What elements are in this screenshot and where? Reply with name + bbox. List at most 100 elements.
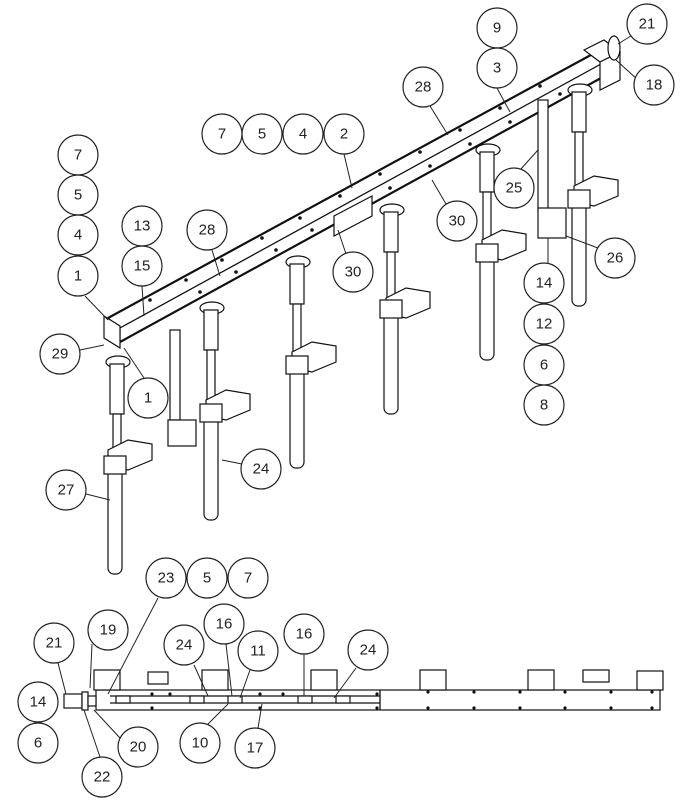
callout-balloon: 1: [127, 377, 169, 419]
balloon-label: 7: [218, 126, 226, 143]
balloon-circle: [127, 377, 169, 419]
callout-balloon: 12: [523, 303, 565, 345]
callout-balloon: 24: [240, 448, 282, 490]
drop-tube-6: [475, 143, 527, 361]
balloon-label: 16: [216, 616, 233, 633]
callout-balloon: 3: [476, 47, 518, 89]
balloon-circle: [523, 384, 565, 426]
balloon-circle: [186, 209, 228, 251]
balloon-label: 5: [74, 187, 82, 204]
drop-tube-1: [103, 355, 153, 575]
balloon-circle: [323, 113, 365, 155]
callout-balloon: 25: [493, 167, 535, 209]
balloon-label: 27: [58, 482, 75, 499]
callout-balloon: 19: [87, 609, 129, 651]
balloon-label: 19: [100, 622, 117, 639]
callout-balloon: 10: [179, 722, 221, 764]
balloon-label: 18: [646, 77, 663, 94]
drop-tube-8: [567, 83, 619, 307]
beam-bolts: [148, 84, 562, 302]
side-view: [63, 669, 664, 711]
balloon-circle: [186, 557, 228, 599]
balloon-circle: [57, 214, 99, 256]
balloon-circle: [81, 756, 123, 798]
callout-balloon: 14: [17, 681, 59, 723]
balloon-circle: [633, 64, 675, 106]
balloon-label: 2: [340, 126, 348, 143]
balloon-label: 8: [540, 397, 548, 414]
side-slider-blocks: [115, 695, 351, 704]
balloon-circle: [240, 448, 282, 490]
balloon-label: 5: [258, 126, 266, 143]
balloon-circle: [87, 609, 129, 651]
side-motor: [63, 693, 83, 709]
callout-balloon: 30: [332, 251, 374, 293]
callout-balloon: 7: [227, 557, 269, 599]
callout-balloon: 14: [523, 262, 565, 304]
balloon-label: 24: [253, 461, 270, 478]
balloon-label: 26: [607, 250, 624, 267]
balloon-circle: [45, 469, 87, 511]
callout-balloon: 7: [57, 134, 99, 176]
balloon-circle: [39, 333, 81, 375]
callout-balloon: 6: [17, 722, 59, 764]
balloon-label: 4: [299, 126, 307, 143]
balloon-circle: [17, 681, 59, 723]
balloon-label: 24: [360, 642, 377, 659]
balloon-circle: [17, 722, 59, 764]
callout-balloon: 8: [523, 384, 565, 426]
drop-tube-4: [285, 255, 337, 469]
balloon-label: 28: [199, 222, 216, 239]
balloon-circle: [33, 622, 75, 664]
balloon-circle: [227, 557, 269, 599]
balloon-circle: [163, 624, 205, 666]
callout-balloon: 21: [33, 622, 75, 664]
balloon-label: 4: [74, 227, 82, 244]
callout-balloon: 5: [57, 174, 99, 216]
balloon-circle: [234, 727, 276, 769]
balloon-circle: [436, 200, 478, 242]
callout-balloon: 20: [117, 726, 159, 768]
balloon-label: 12: [536, 316, 553, 333]
balloon-label: 21: [46, 635, 63, 652]
balloon-circle: [626, 3, 668, 45]
balloon-label: 29: [52, 346, 69, 363]
balloon-circle: [347, 629, 389, 671]
balloon-circle: [203, 603, 245, 645]
balloon-label: 25: [506, 180, 523, 197]
callout-balloon: 2: [323, 113, 365, 155]
side-bolts: [150, 690, 654, 710]
balloon-label: 22: [94, 769, 111, 786]
balloon-circle: [402, 66, 444, 108]
balloon-label: 15: [134, 258, 151, 275]
balloon-circle: [241, 113, 283, 155]
balloon-label: 1: [144, 390, 152, 407]
leader-lines: [57, 33, 639, 758]
balloon-circle: [523, 262, 565, 304]
balloon-circle: [493, 167, 535, 209]
callout-balloon: 27: [45, 469, 87, 511]
balloon-label: 5: [203, 570, 211, 587]
callout-balloon: 9: [476, 7, 518, 49]
balloon-circle: [179, 722, 221, 764]
balloon-circle: [237, 630, 279, 672]
balloon-circle: [121, 245, 163, 287]
balloon-label: 23: [158, 570, 175, 587]
balloon-label: 7: [244, 570, 252, 587]
callout-balloon: 24: [163, 624, 205, 666]
callout-balloon: 16: [203, 603, 245, 645]
callout-balloon: 28: [402, 66, 444, 108]
balloon-circle: [145, 557, 187, 599]
balloon-circle: [283, 613, 325, 655]
callout-balloon: 21: [626, 3, 668, 45]
balloon-circle: [117, 726, 159, 768]
balloon-label: 14: [30, 694, 47, 711]
isometric-view: [103, 35, 622, 575]
callout-balloon: 28: [186, 209, 228, 251]
drop-tube-2: [167, 329, 197, 447]
balloon-label: 9: [493, 20, 501, 37]
balloon-circle: [594, 237, 636, 279]
balloon-label: 20: [130, 739, 147, 756]
